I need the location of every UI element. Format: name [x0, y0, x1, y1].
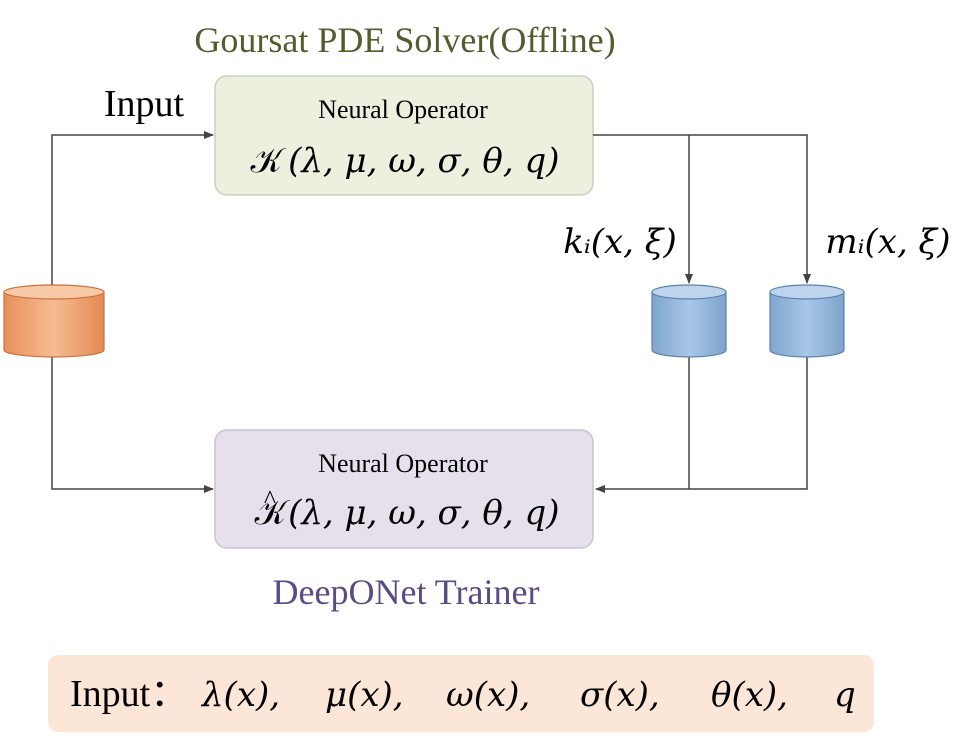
bottom-block-formula: 𝒦(λ, μ, ω, σ, θ, q) — [254, 493, 559, 533]
bottom-operator-symbol: 𝒦 — [254, 493, 290, 533]
kernel-m-label: mᵢ(x, ξ) — [825, 222, 950, 262]
input-legend: Input： λ(x), μ(x), ω(x), σ(x), θ(x), q — [48, 655, 874, 732]
legend-q: q — [834, 675, 856, 715]
top-operator-symbol: 𝒦 — [250, 141, 286, 181]
bottom-operator-hat: ^ — [264, 485, 276, 514]
legend-mu: μ(x), — [325, 675, 404, 715]
kernel-m-database-icon — [769, 284, 845, 358]
top-operator-args: (λ, μ, ω, σ, θ, q) — [288, 141, 559, 181]
trainer-title: DeepONet Trainer — [273, 572, 540, 612]
input-database-icon — [3, 284, 105, 358]
kernel-k-database-icon — [651, 284, 727, 358]
bottom-block-heading: Neural Operator — [318, 449, 488, 478]
bottom-operator-args: (λ, μ, ω, σ, θ, q) — [288, 493, 559, 533]
legend-lambda: λ(x), — [200, 675, 280, 715]
kernel-k-label: kᵢ(x, ξ) — [563, 222, 677, 262]
kernel-connectors — [593, 134, 811, 493]
legend-prefix: Input： — [70, 673, 188, 715]
solver-title: Goursat PDE Solver(Offline) — [194, 20, 615, 60]
legend-theta: θ(x), — [711, 675, 788, 715]
top-block-formula: 𝒦(λ, μ, ω, σ, θ, q) — [250, 141, 559, 181]
legend-omega: ω(x), — [446, 675, 530, 715]
bottom-neural-operator-block: Neural Operator ^ 𝒦(λ, μ, ω, σ, θ, q) — [214, 429, 594, 549]
legend-sigma: σ(x), — [580, 675, 660, 715]
input-connectors — [51, 131, 214, 493]
input-label: Input — [104, 83, 185, 125]
top-block-heading: Neural Operator — [318, 95, 488, 124]
top-neural-operator-block: Neural Operator 𝒦(λ, μ, ω, σ, θ, q) — [214, 75, 594, 196]
